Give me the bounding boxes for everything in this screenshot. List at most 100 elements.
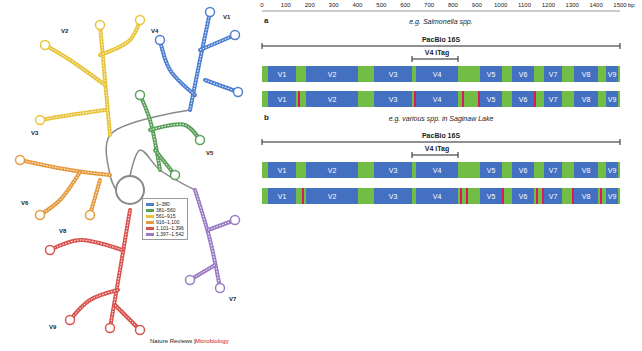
legend-row: 1,101–1,396 — [146, 225, 184, 231]
panel-letter: b — [264, 113, 269, 122]
region-name: V1 — [278, 71, 287, 78]
region-callout: V6 — [20, 200, 29, 206]
helix-stem — [50, 240, 122, 250]
region-callout: V4 — [150, 28, 159, 34]
variable-region: V2 — [306, 91, 358, 107]
legend-row: 381–560 — [146, 207, 184, 213]
variable-region: V6 — [512, 91, 534, 107]
helix-pairs — [160, 40, 195, 95]
legend-row: 561–915 — [146, 213, 184, 219]
legend-swatch — [146, 221, 154, 224]
region-name: V4 — [433, 71, 442, 78]
region-name: V2 — [328, 96, 337, 103]
helix-stem — [140, 95, 160, 170]
variant-mark — [462, 91, 464, 107]
region-name: V7 — [549, 193, 558, 200]
panel-letter: a — [264, 16, 268, 25]
hairpin-loop — [156, 36, 165, 45]
scale-number: 100 — [281, 2, 291, 8]
region-name: V9 — [608, 167, 617, 174]
helix-stem — [90, 180, 100, 215]
hairpin-loop — [234, 88, 243, 97]
helix-pairs — [150, 124, 200, 140]
scale-number: 800 — [448, 2, 458, 8]
scale-number: 600 — [400, 2, 410, 8]
region-callout: V9 — [48, 324, 57, 330]
helix-pairs — [140, 95, 160, 170]
helix-pairs — [200, 35, 235, 50]
variant-mark — [502, 188, 504, 204]
region-name: V3 — [389, 167, 398, 174]
helix-pairs — [40, 172, 80, 215]
variable-region: V2 — [306, 162, 358, 178]
variable-region: V5 — [480, 91, 502, 107]
legend-row: 1,397–1,542 — [146, 231, 184, 237]
region-name: V1 — [278, 96, 287, 103]
hairpin-loop — [136, 326, 145, 335]
gene-bar — [262, 66, 620, 82]
gene-bar — [262, 162, 620, 178]
region-callout: V2 — [60, 28, 69, 34]
region-name: V4 — [433, 96, 442, 103]
region-callout: V1 — [222, 14, 231, 20]
region-name: V8 — [582, 193, 591, 200]
helix-pairs — [45, 45, 105, 85]
legend-text: 1,397–1,542 — [156, 232, 184, 237]
region-name: V5 — [487, 71, 496, 78]
region-callout: V3 — [30, 130, 39, 136]
variable-region: V5 — [480, 66, 502, 82]
variable-region: V2 — [306, 188, 358, 204]
variant-mark — [460, 188, 462, 204]
variable-region: V3 — [374, 162, 412, 178]
hairpin-loop — [36, 211, 45, 220]
read-label: PacBio 16S — [421, 36, 461, 43]
variable-region: V1 — [268, 188, 296, 204]
helix-pairs — [20, 160, 110, 175]
helix-stem — [45, 45, 105, 85]
legend-swatch — [146, 233, 154, 236]
hairpin-loop — [41, 41, 50, 50]
variable-region: V7 — [544, 188, 562, 204]
region-name: V4 — [433, 167, 442, 174]
helix-pairs — [50, 240, 122, 250]
hairpin-loop — [186, 276, 195, 285]
hairpin-loop — [96, 21, 105, 30]
region-name: V5 — [487, 96, 496, 103]
scale-number: 1300 — [566, 2, 579, 8]
helix-pairs — [70, 290, 118, 320]
scale-number: 0 — [260, 2, 263, 8]
region-name: V3 — [389, 193, 398, 200]
region-name: V9 — [608, 193, 617, 200]
helix-stem — [40, 172, 80, 215]
variable-region: V5 — [480, 162, 502, 178]
legend-box: 1–380381–560561–915916–1,1001,101–1,3961… — [142, 198, 188, 240]
region-name: V8 — [582, 71, 591, 78]
legend-row: 916–1,100 — [146, 219, 184, 225]
helix-stem — [100, 20, 140, 55]
region-name: V2 — [328, 167, 337, 174]
variable-region: V4 — [416, 91, 458, 107]
variable-region: V9 — [606, 66, 618, 82]
variable-region: V8 — [574, 91, 598, 107]
variable-region: V6 — [512, 66, 534, 82]
junction — [106, 110, 190, 190]
legend-text: 1–380 — [156, 202, 170, 207]
variable-region: V3 — [374, 188, 412, 204]
variable-region: V5 — [480, 188, 502, 204]
variant-mark — [302, 188, 304, 204]
variant-mark — [536, 188, 538, 204]
scale-number: 1100 — [518, 2, 531, 8]
region-name: V8 — [582, 167, 591, 174]
region-name: V7 — [549, 96, 558, 103]
variable-region: V1 — [268, 162, 296, 178]
hairpin-loop — [171, 171, 180, 180]
region-name: V5 — [487, 193, 496, 200]
legend-swatch — [146, 215, 154, 218]
region-name: V2 — [328, 193, 337, 200]
variable-region: V9 — [606, 91, 618, 107]
region-name: V8 — [582, 96, 591, 103]
read-label: V4 iTag — [424, 145, 450, 152]
read-span — [412, 56, 458, 62]
helix-pairs — [90, 180, 100, 215]
hairpin-loop — [216, 284, 225, 293]
